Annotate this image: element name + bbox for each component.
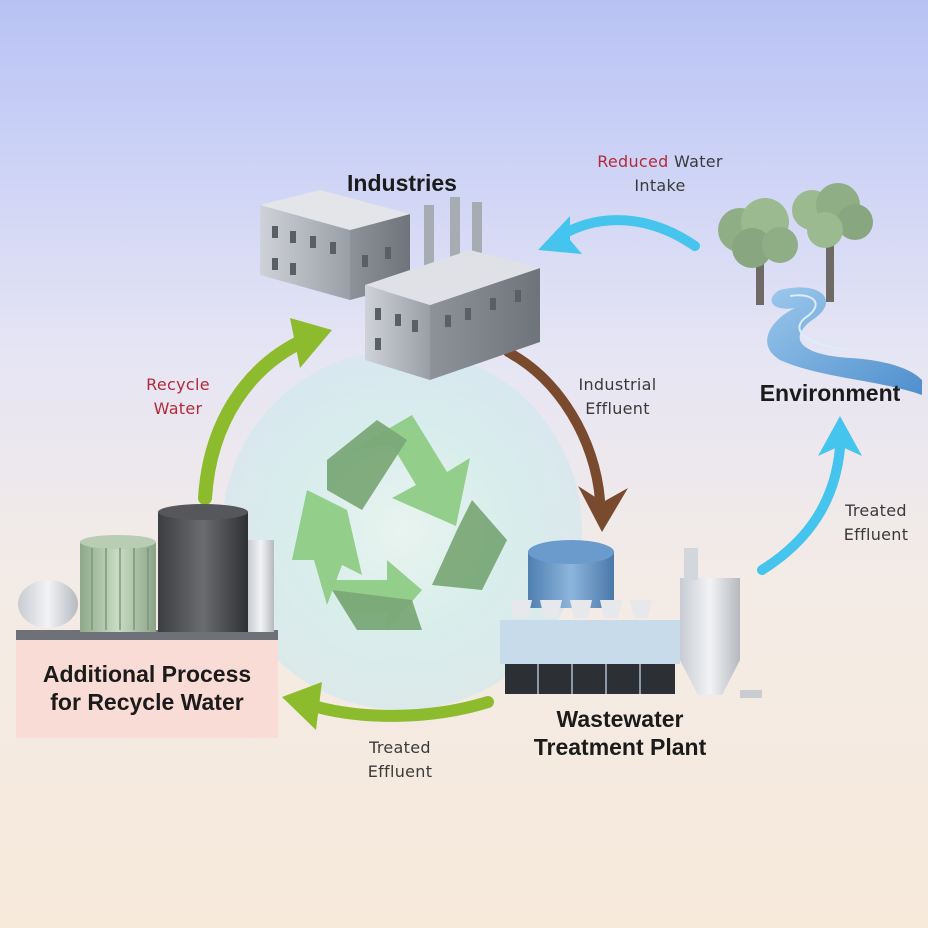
- river-icon: [767, 287, 922, 395]
- wastewater-plant-title: Wastewater Treatment Plant: [500, 706, 740, 761]
- industrial-effluent-line2: Effluent: [585, 399, 650, 418]
- trees-icon: [718, 183, 873, 305]
- treated-to-environment-label: Treated Effluent: [826, 499, 926, 547]
- reduced-line2: Intake: [634, 176, 686, 195]
- treated-proc-line1: Treated: [369, 738, 431, 757]
- recycle-line1: Recycle: [146, 375, 210, 394]
- recycle-line2: Water: [153, 399, 203, 418]
- central-glow: [222, 350, 582, 710]
- industrial-effluent-arrow: [503, 347, 628, 532]
- treated-env-line1: Treated: [845, 501, 907, 520]
- reduced-intake-arrow: [538, 215, 700, 254]
- storage-tanks-icon: [16, 504, 278, 640]
- additional-title-line1: Additional Process: [42, 661, 252, 687]
- recycle-water-label: Recycle Water: [128, 373, 228, 421]
- wastewater-title-line2: Treatment Plant: [533, 733, 707, 760]
- treated-to-environment-arrow: [757, 416, 862, 575]
- treated-env-line2: Effluent: [843, 525, 909, 544]
- treated-proc-line2: Effluent: [367, 762, 433, 781]
- reduced-highlight: Reduced: [597, 152, 669, 171]
- recycle-icon: [292, 415, 507, 630]
- reduced-rest: Water: [674, 152, 723, 171]
- treated-to-process-label: Treated Effluent: [350, 736, 450, 784]
- factory-icon: [260, 190, 540, 380]
- industrial-effluent-label: Industrial Effluent: [560, 373, 675, 421]
- additional-title-line2: for Recycle Water: [50, 688, 244, 715]
- environment-title: Environment: [759, 380, 901, 406]
- reduced-intake-label: Reduced Water Intake: [570, 150, 750, 198]
- wastewater-title-line1: Wastewater: [556, 706, 684, 732]
- recycle-water-arrow: [198, 318, 332, 505]
- additional-process-box: [16, 640, 278, 738]
- industrial-effluent-line1: Industrial: [578, 375, 657, 394]
- additional-process-title: Additional Process for Recycle Water: [16, 661, 278, 716]
- treated-to-process-arrow: [282, 682, 494, 730]
- industries-title: Industries: [347, 170, 457, 196]
- treatment-plant-icon: [500, 540, 762, 698]
